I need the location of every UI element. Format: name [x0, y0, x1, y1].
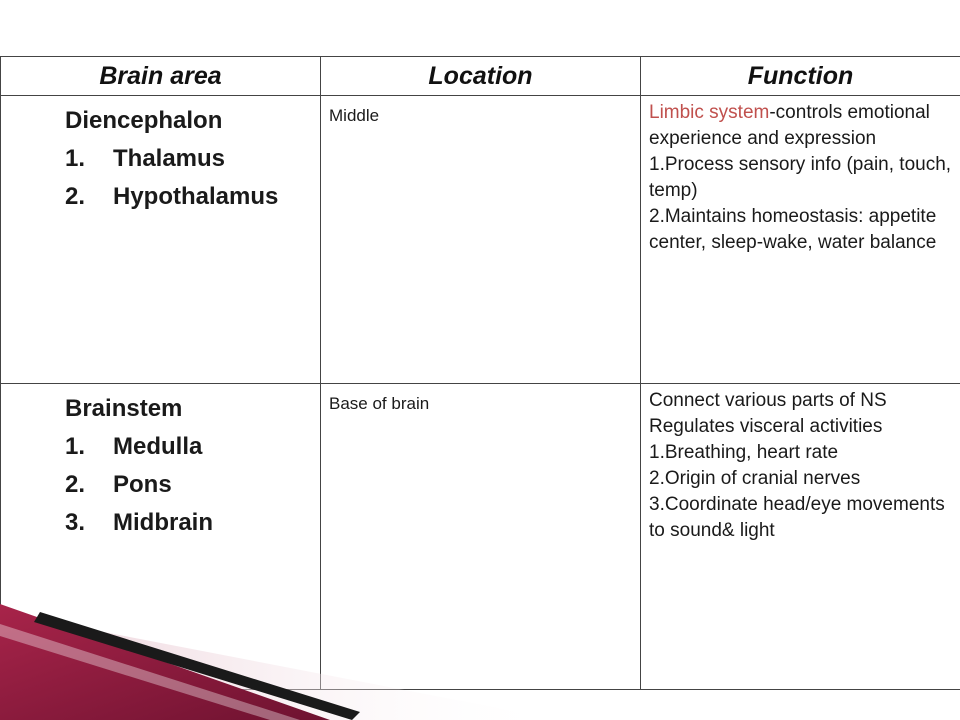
- function-line: 2.Maintains homeostasis: appetite center…: [649, 206, 937, 253]
- list-number: 3.: [65, 509, 86, 536]
- brain-area-cell: Diencephalon 1. Thalamus 2. Hypothalamus: [0, 95, 321, 384]
- list-item: 2. Pons: [65, 466, 320, 504]
- list-number: 1.: [65, 433, 86, 460]
- header-row: Brain area Location Function: [0, 56, 960, 96]
- function-line: 3.Coordinate head/eye movements to sound…: [649, 494, 945, 541]
- function-line: Connect various parts of NS: [649, 390, 887, 411]
- header-location: Location: [320, 56, 641, 96]
- header-function: Function: [640, 56, 960, 96]
- list-item: 3. Midbrain: [65, 504, 320, 542]
- list-label: Thalamus: [113, 145, 226, 172]
- area-sublist: 1. Medulla 2. Pons 3. Midbrain: [65, 428, 320, 542]
- area-title: Diencephalon: [65, 107, 223, 134]
- list-label: Hypothalamus: [113, 183, 279, 210]
- function-line: 2.Origin of cranial nerves: [649, 468, 861, 489]
- list-label: Midbrain: [113, 509, 213, 536]
- list-label: Medulla: [113, 433, 203, 460]
- area-sublist: 1. Thalamus 2. Hypothalamus: [65, 140, 320, 216]
- function-line: 1.Process sensory info (pain, touch, tem…: [649, 154, 952, 201]
- location-cell: Middle: [320, 95, 641, 384]
- function-line: -controls emotional experience and expre…: [649, 102, 930, 149]
- function-text: Limbic system-controls emotional experie…: [649, 102, 930, 149]
- header-brain-area: Brain area: [0, 56, 321, 96]
- function-highlight: Limbic system: [649, 102, 770, 123]
- area-title: Brainstem: [65, 395, 183, 422]
- table-row: Diencephalon 1. Thalamus 2. Hypothalamus: [0, 95, 960, 384]
- location-cell: Base of brain: [320, 383, 641, 690]
- list-number: 2.: [65, 183, 86, 210]
- brain-area-cell: Brainstem 1. Medulla 2. Pons 3.: [0, 383, 321, 690]
- brain-table-container: Brain area Location Function Diencephalo…: [0, 56, 960, 690]
- list-item: 1. Medulla: [65, 428, 320, 466]
- list-number: 2.: [65, 471, 86, 498]
- list-number: 1.: [65, 145, 86, 172]
- function-line: 1.Breathing, heart rate: [649, 442, 839, 463]
- function-line: Regulates visceral activities: [649, 416, 883, 437]
- list-item: 2. Hypothalamus: [65, 178, 320, 216]
- table-row: Brainstem 1. Medulla 2. Pons 3.: [0, 383, 960, 690]
- list-label: Pons: [113, 471, 172, 498]
- list-item: 1. Thalamus: [65, 140, 320, 178]
- brain-areas-table: Brain area Location Function Diencephalo…: [0, 56, 960, 690]
- function-cell: Connect various parts of NS Regulates vi…: [640, 383, 960, 690]
- function-cell: Limbic system-controls emotional experie…: [640, 95, 960, 384]
